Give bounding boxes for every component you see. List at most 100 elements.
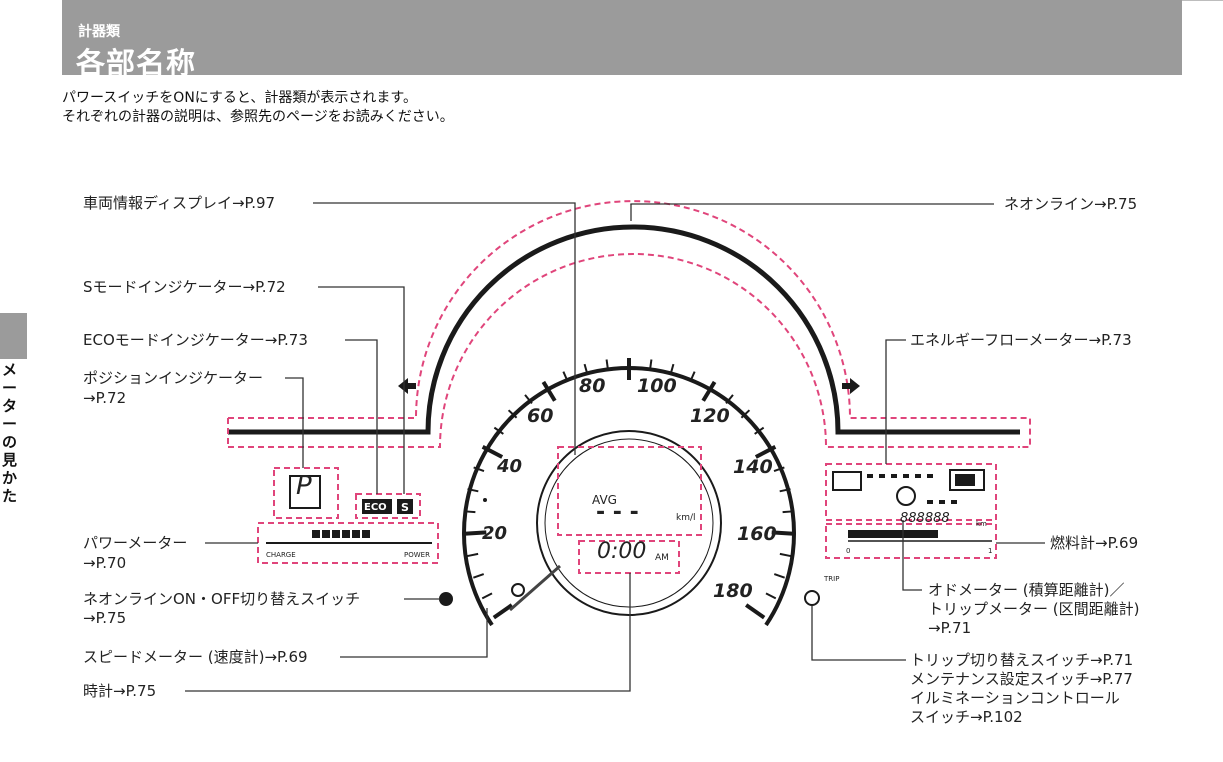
odometer-unit: km (976, 520, 987, 528)
callout-neon-switch-1: ネオンラインON・OFF切り替えスイッチ (83, 590, 361, 608)
leader-lines (185, 202, 1045, 692)
speed-needle (509, 564, 561, 612)
tick-label-140: 140 (733, 456, 773, 478)
callout-power-meter-2: →P.70 (83, 554, 127, 572)
callout-vehicle-info-display: 車両情報ディスプレイ→P.97 (83, 194, 276, 212)
speedometer-tick (464, 510, 476, 514)
fuel-gauge-highlight (825, 523, 997, 559)
callout-trip-2: メンテナンス設定スイッチ→P.77 (910, 670, 1133, 688)
neon-line-outer-arc (228, 224, 1020, 435)
shift-position: P (296, 471, 312, 501)
avg-value: - - - (596, 500, 639, 525)
intro-line-1: パワースイッチをONにすると、計器類が表示されます。 (62, 90, 417, 106)
section-header: 計器類 各部名称 (62, 0, 1182, 80)
energy-flow-dots (867, 474, 957, 504)
power-meter-bars (312, 530, 370, 538)
speedometer-tick (464, 530, 487, 536)
callout-s-mode-indicator: Sモードインジケーター→P.72 (83, 278, 286, 296)
fuel-gauge-bars (848, 530, 938, 538)
speedometer-tick (605, 359, 610, 371)
intro-line-2: それぞれの計器の説明は、参照先のページをお読みください。 (62, 109, 454, 125)
position-indicator-box (273, 467, 339, 519)
speedometer-tick (583, 363, 589, 375)
speedometer-tick (493, 426, 504, 435)
callout-power-meter-1: パワーメーター (83, 534, 188, 552)
odometer-value: 888888 (900, 511, 950, 526)
right-turn-arrow (842, 378, 860, 394)
chapter-tab-label: メーターの見かた (2, 361, 18, 505)
speedometer-tick (779, 552, 791, 558)
speedometer-pivot-dot (483, 498, 487, 502)
callout-energy-flow: エネルギーフローメーター→P.73 (910, 331, 1132, 349)
callout-trip-3: イルミネーションコントロール (910, 689, 1120, 707)
chapter-tab (0, 313, 27, 359)
avg-unit: km/l (676, 513, 696, 523)
speedometer-tick (669, 363, 675, 375)
power-label: POWER (404, 551, 430, 559)
speedometer-tick (507, 409, 518, 419)
speedometer-tick (725, 394, 734, 405)
avg-label: AVG (592, 493, 617, 507)
tick-label-100: 100 (637, 375, 677, 397)
fuel-full: 1 (988, 547, 993, 555)
callout-speedometer: スピードメーター (速度計)→P.69 (83, 648, 308, 666)
tick-label-80: 80 (579, 375, 606, 397)
callout-position-indicator-1: ポジションインジケーター (83, 369, 264, 387)
speedometer-tick (648, 359, 653, 371)
speedometer-tick (541, 380, 557, 402)
fuel-empty: 0 (846, 547, 851, 555)
center-display-outer (536, 430, 722, 616)
page-title: 各部名称 (76, 46, 197, 80)
engine-icon (832, 471, 862, 491)
speedometer-ticks (464, 358, 794, 620)
wheel-icon (896, 486, 916, 506)
speedometer-tick (524, 394, 533, 405)
callout-fuel-gauge: 燃料計→P.69 (1050, 534, 1139, 552)
center-display-inner (544, 438, 714, 608)
callout-trip-4: スイッチ→P.102 (910, 708, 1023, 726)
left-turn-arrow (398, 378, 416, 394)
callout-odo-2: トリップメーター (区間距離計) (928, 600, 1140, 618)
neon-line-dashed-inner (228, 253, 1020, 448)
speedometer-tick (773, 573, 785, 579)
speedometer-tick (467, 552, 479, 558)
clock-highlight (578, 540, 680, 574)
speedometer-tick (779, 488, 791, 493)
speedometer-tick (773, 466, 785, 473)
callout-odo-1: オドメーター (積算距離計)／ (928, 581, 1125, 599)
tick-label-120: 120 (690, 405, 730, 427)
speedometer-tick (562, 371, 569, 383)
neon-switch-knob (439, 592, 453, 606)
tick-label-20: 20 (482, 523, 508, 544)
speedometer-tick (481, 592, 493, 600)
callout-neon-line: ネオンライン→P.75 (1004, 195, 1138, 213)
tick-label-160: 160 (737, 523, 777, 545)
eco-badge-bg (362, 499, 392, 514)
vehicle-info-highlight (557, 446, 702, 536)
needle-hub (511, 583, 525, 597)
callout-clock: 時計→P.75 (83, 682, 157, 700)
charge-label: CHARGE (266, 551, 296, 559)
speedometer-tick (701, 380, 717, 402)
tick-label-40: 40 (497, 456, 523, 477)
eco-badge: ECO (364, 502, 387, 513)
neon-line-dashed-outer (228, 200, 1031, 448)
callout-position-indicator-2: →P.72 (83, 389, 127, 407)
speedometer-tick (473, 573, 485, 579)
battery-level (955, 474, 975, 486)
speedometer-tick (754, 426, 765, 435)
speedometer-tick (492, 603, 514, 620)
speedometer-tick (481, 445, 504, 459)
clock-value: 0:00 (597, 539, 647, 564)
s-badge-bg (397, 499, 413, 514)
header-rule (1182, 0, 1223, 1)
speedometer-tick (740, 409, 751, 419)
eco-s-highlight (355, 493, 421, 519)
callout-trip-1: トリップ切り替えスイッチ→P.71 (910, 651, 1134, 669)
callout-neon-switch-2: →P.75 (83, 609, 127, 627)
speedometer-tick (771, 530, 794, 536)
speedometer-tick (467, 488, 479, 493)
speedometer-tick (782, 510, 794, 514)
energy-flow-highlight (825, 463, 997, 521)
trip-switch-knob (804, 590, 820, 606)
